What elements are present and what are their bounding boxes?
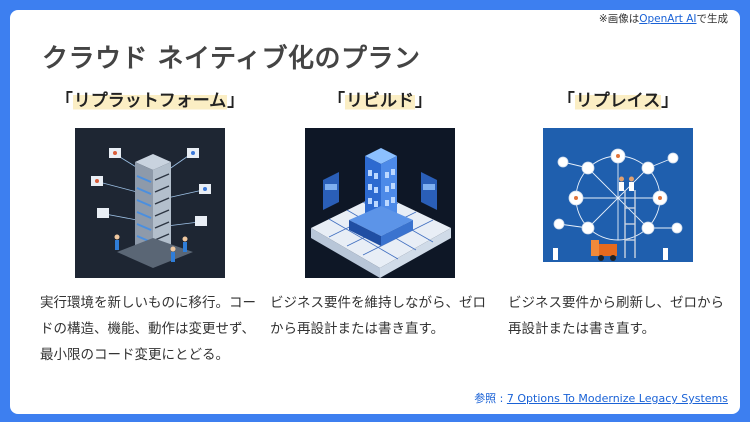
image-credit-suffix: で生成	[696, 13, 729, 25]
replatform-illustration	[75, 128, 225, 278]
replace-illustration	[543, 128, 693, 278]
replace-label: リプレイス	[574, 91, 662, 111]
rebuild-label: リビルド	[345, 91, 415, 111]
replace-column: 「リプレイス」	[508, 88, 728, 342]
slide-title: クラウド ネイティブ化のプラン	[42, 44, 421, 74]
rebuild-heading: 「リビルド」	[328, 91, 432, 111]
openart-link[interactable]: OpenArt AI	[639, 13, 697, 25]
rebuild-description: ビジネス要件を維持しながら、ゼロから再設計または書き直す。	[270, 295, 486, 337]
reference-credit: 参照 : 7 Options To Modernize Legacy Syste…	[474, 390, 728, 406]
replatform-heading: 「リプラットフォーム」	[55, 91, 245, 111]
replace-description: ビジネス要件から刷新し、ゼロから再設計または書き直す。	[508, 295, 724, 337]
replatform-label: リプラットフォーム	[72, 91, 228, 111]
reference-link[interactable]: 7 Options To Modernize Legacy Systems	[506, 392, 728, 405]
reference-prefix: 参照 :	[474, 392, 507, 405]
replace-heading: 「リプレイス」	[557, 91, 679, 111]
image-credit: ※画像はOpenArt AIで生成	[590, 12, 728, 27]
replatform-description: 実行環境を新しいものに移行。コードの構造、機能、動作は変更せず、最小限のコード変…	[40, 295, 256, 363]
replatform-column: 「リプラットフォーム」	[40, 88, 260, 368]
image-credit-prefix: ※画像は	[598, 13, 640, 25]
slide: ※画像はOpenArt AIで生成 クラウド ネイティブ化のプラン 「リプラット…	[10, 10, 740, 414]
rebuild-column: 「リビルド」	[270, 88, 490, 342]
rebuild-illustration	[305, 128, 455, 278]
